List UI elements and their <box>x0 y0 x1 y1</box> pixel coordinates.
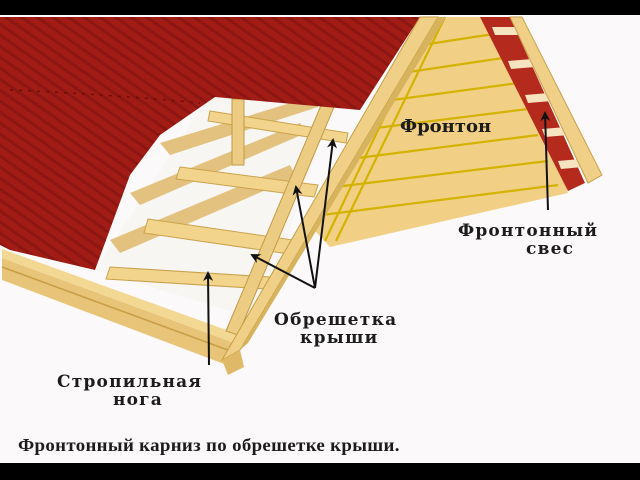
roofing-sheet <box>0 17 420 270</box>
label-rafter-leg: Стропильная нога <box>57 372 203 410</box>
diagram-caption: Фронтонный карниз по обрешетке крыши. <box>18 435 400 455</box>
gable-overhang <box>480 16 603 191</box>
label-rafter-leg-line1: Стропильная <box>57 372 203 392</box>
lathing-battens <box>105 110 349 290</box>
label-roof-lathing: Обрешетка крыши <box>274 310 398 348</box>
label-fronton: Фронтон <box>400 116 492 137</box>
barge-board <box>220 16 446 375</box>
label-fronton-overhang-line1: Фронтонный <box>458 221 599 241</box>
label-roof-lathing-line1: Обрешетка <box>274 310 398 330</box>
roof-illustration <box>0 16 603 375</box>
label-fronton-overhang: Фронтонный свес <box>458 221 599 259</box>
annotation-arrows <box>203 111 551 366</box>
label-rafter-leg-line2: нога <box>113 389 164 410</box>
label-fronton-overhang-line2: свес <box>526 238 575 259</box>
label-roof-lathing-line2: крыши <box>300 327 379 348</box>
gable <box>305 16 568 247</box>
diagram-frame: Фронтон Фронтонный свес Обрешетка крыши … <box>0 15 640 463</box>
eave-board <box>1 249 246 367</box>
